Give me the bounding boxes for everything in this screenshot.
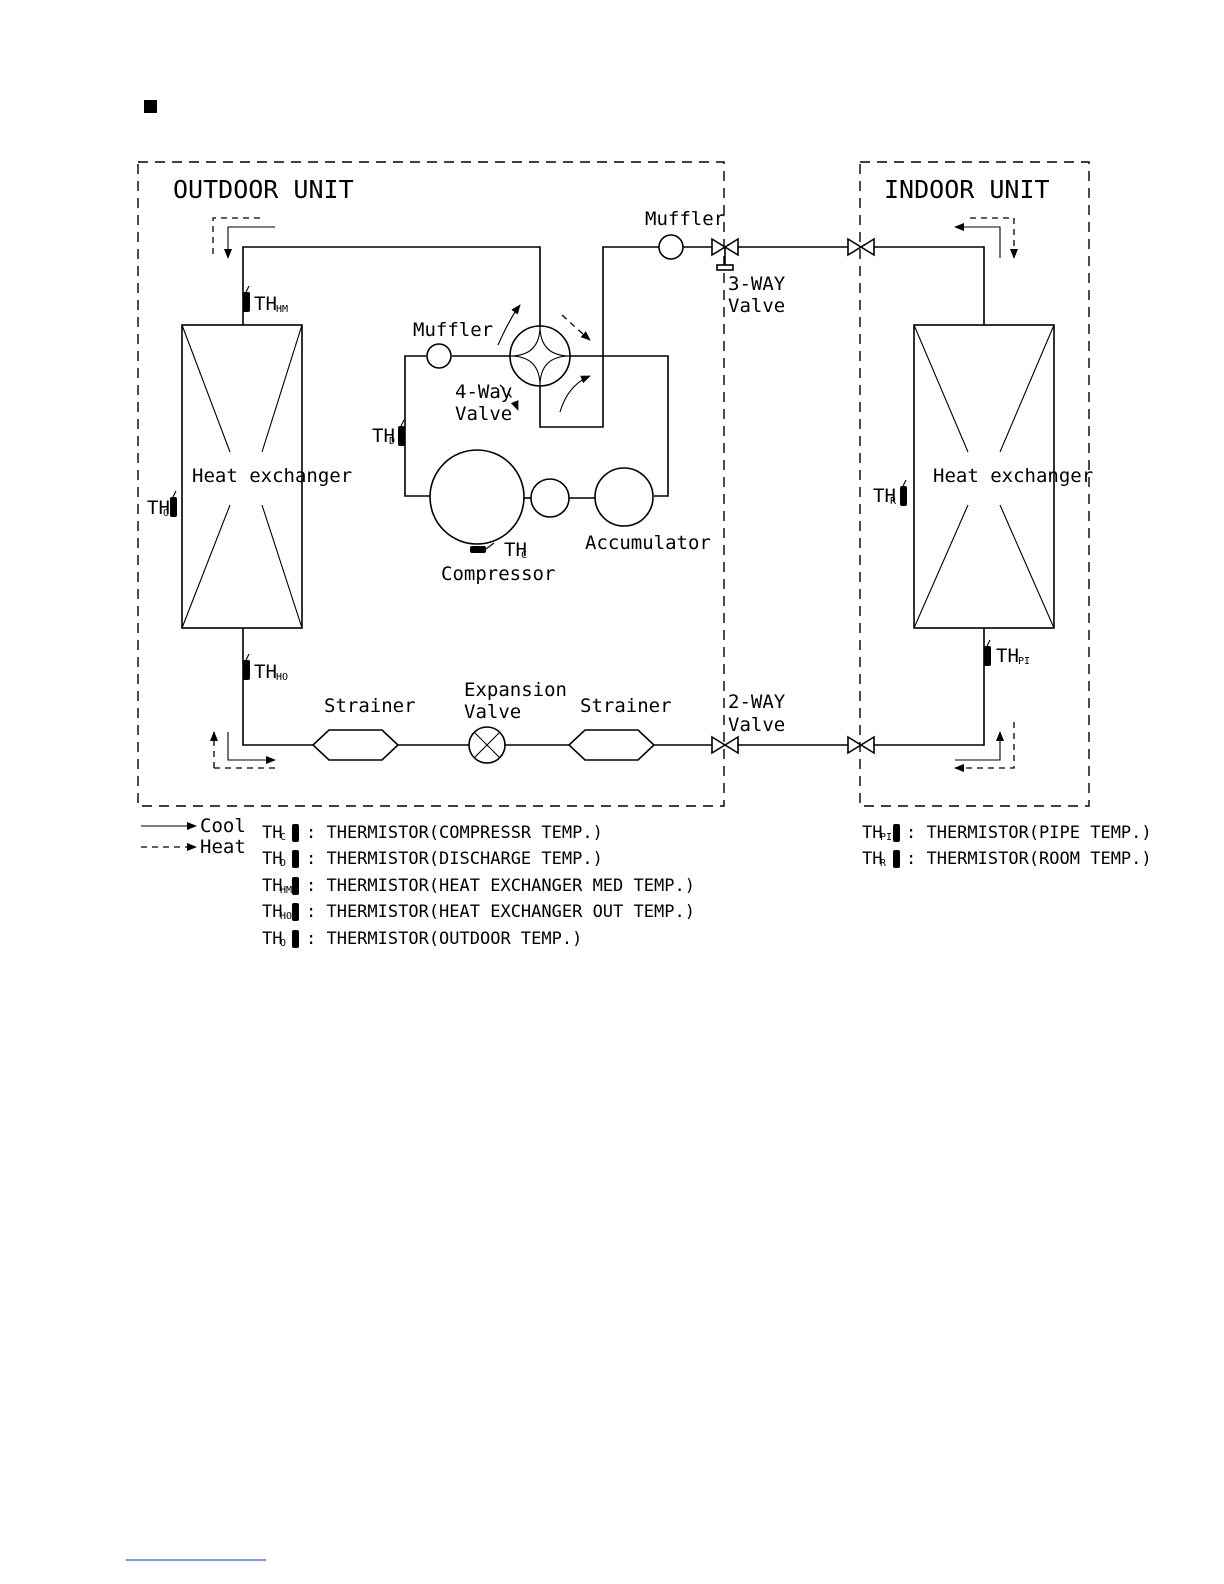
svg-text:: THERMISTOR(HEAT EXCHANGER OU: : THERMISTOR(HEAT EXCHANGER OUT TEMP.) <box>306 902 695 922</box>
thermistor-c: TH C <box>470 539 527 561</box>
outdoor-heat-exchanger-label: Heat exchanger <box>192 465 352 487</box>
thermistor-legend-indoor: TH PI : THERMISTOR(PIPE TEMP.) TH R : TH… <box>862 823 1152 869</box>
strainer-left-icon <box>311 729 400 761</box>
legend-row: TH HM : THERMISTOR(HEAT EXCHANGER MED TE… <box>262 876 695 896</box>
accumulator-icon <box>594 467 654 527</box>
svg-text:TH: TH <box>147 497 170 519</box>
svg-text:PI: PI <box>1018 656 1030 667</box>
svg-text:TH: TH <box>262 849 282 869</box>
svg-text:: THERMISTOR(COMPRESSR TEMP.): : THERMISTOR(COMPRESSR TEMP.) <box>306 823 603 843</box>
three-way-valve-label-2: Valve <box>728 295 785 317</box>
svg-text:: THERMISTOR(PIPE TEMP.): : THERMISTOR(PIPE TEMP.) <box>906 823 1152 843</box>
indoor-unit-title: INDOOR UNIT <box>884 175 1050 204</box>
compressor-icon <box>429 449 525 545</box>
svg-text:TH: TH <box>262 929 282 949</box>
two-way-valve-label-2: Valve <box>728 714 785 736</box>
thermistor-d: TH D <box>372 419 405 447</box>
svg-text:: THERMISTOR(HEAT EXCHANGER ME: : THERMISTOR(HEAT EXCHANGER MED TEMP.) <box>306 876 695 896</box>
svg-text:PI: PI <box>880 832 892 843</box>
svg-text:TH: TH <box>262 823 282 843</box>
expansion-valve-icon <box>468 726 506 764</box>
thermistor-ho: TH HO <box>243 653 288 683</box>
svg-text:HM: HM <box>276 304 288 315</box>
svg-text:TH: TH <box>504 539 527 561</box>
svg-text:R: R <box>890 496 897 507</box>
thermistor-o: TH O <box>147 490 177 519</box>
legend-row: TH C : THERMISTOR(COMPRESSR TEMP.) <box>262 823 603 843</box>
muffler-top-icon <box>658 234 684 260</box>
legend-row: TH R : THERMISTOR(ROOM TEMP.) <box>862 849 1152 869</box>
muffler-top-label: Muffler <box>645 208 725 230</box>
svg-text:TH: TH <box>873 485 896 507</box>
indoor-gas-valve-icon <box>847 237 875 257</box>
thermistor-legend-outdoor: TH C : THERMISTOR(COMPRESSR TEMP.) TH D … <box>262 823 695 949</box>
svg-text:TH: TH <box>372 425 395 447</box>
strainer-right-icon <box>567 729 656 761</box>
indoor-unit-boundary <box>859 161 1090 807</box>
expansion-valve-label-2: Valve <box>464 701 521 723</box>
svg-text:TH: TH <box>862 823 882 843</box>
four-way-valve-label-1: 4-Way <box>455 381 512 403</box>
svg-text:TH: TH <box>262 876 282 896</box>
muffler-left-label: Muffler <box>413 319 493 341</box>
svg-text:O: O <box>280 938 286 949</box>
svg-text:HM: HM <box>280 885 292 896</box>
strainer-left-label: Strainer <box>324 695 416 717</box>
outdoor-unit-boundary <box>137 161 725 807</box>
indoor-flow-arrows <box>954 217 1018 772</box>
flow-legend-cool: Cool <box>200 815 246 837</box>
compressor-link-icon <box>530 478 570 518</box>
svg-text:HO: HO <box>280 911 292 922</box>
indoor-heat-exchanger <box>913 324 1055 629</box>
three-way-valve-icon <box>711 237 739 271</box>
indoor-piping <box>874 246 985 746</box>
expansion-valve-label-1: Expansion <box>464 679 567 701</box>
three-way-valve-label-1: 3-WAY <box>728 273 786 295</box>
thermistor-r: TH R <box>873 479 907 507</box>
thermistor-pi: TH PI <box>984 639 1030 667</box>
outdoor-flow-arrows <box>210 217 276 769</box>
svg-text:: THERMISTOR(ROOM TEMP.): : THERMISTOR(ROOM TEMP.) <box>906 849 1152 869</box>
strainer-right-label: Strainer <box>580 695 672 717</box>
svg-text:C: C <box>521 550 527 561</box>
muffler-left-icon <box>426 343 452 369</box>
legend-row: TH PI : THERMISTOR(PIPE TEMP.) <box>862 823 1152 843</box>
svg-text:TH: TH <box>862 849 882 869</box>
svg-text:R: R <box>880 858 887 869</box>
svg-text:: THERMISTOR(DISCHARGE TEMP.): : THERMISTOR(DISCHARGE TEMP.) <box>306 849 603 869</box>
legend-row: TH HO : THERMISTOR(HEAT EXCHANGER OUT TE… <box>262 902 695 922</box>
flow-legend-heat: Heat <box>200 836 246 858</box>
svg-text:D: D <box>389 436 395 447</box>
svg-text:C: C <box>280 832 286 843</box>
two-way-valve-icon <box>711 735 739 755</box>
thermistor-hm: TH HM <box>243 285 288 315</box>
svg-text:HO: HO <box>276 672 288 683</box>
compressor-label: Compressor <box>441 563 555 585</box>
svg-text:TH: TH <box>254 661 277 683</box>
indoor-heat-exchanger-label: Heat exchanger <box>933 465 1093 487</box>
section-bullet-icon <box>144 100 157 113</box>
legend-row: TH D : THERMISTOR(DISCHARGE TEMP.) <box>262 849 603 869</box>
legend-row: TH O : THERMISTOR(OUTDOOR TEMP.) <box>262 929 582 949</box>
four-way-valve-icon <box>497 304 591 413</box>
svg-text:TH: TH <box>996 645 1019 667</box>
two-way-valve-label-1: 2-WAY <box>728 691 786 713</box>
svg-text:D: D <box>280 858 286 869</box>
svg-text:O: O <box>163 508 169 519</box>
indoor-liquid-valve-icon <box>847 735 875 755</box>
flow-legend: Cool Heat <box>141 815 246 858</box>
svg-text:TH: TH <box>254 293 277 315</box>
four-way-valve-label-2: Valve <box>455 403 512 425</box>
accumulator-label: Accumulator <box>585 532 711 554</box>
outdoor-heat-exchanger <box>181 324 303 629</box>
outdoor-unit-title: OUTDOOR UNIT <box>173 175 354 204</box>
svg-text:: THERMISTOR(OUTDOOR TEMP.): : THERMISTOR(OUTDOOR TEMP.) <box>306 929 582 949</box>
svg-text:TH: TH <box>262 902 282 922</box>
